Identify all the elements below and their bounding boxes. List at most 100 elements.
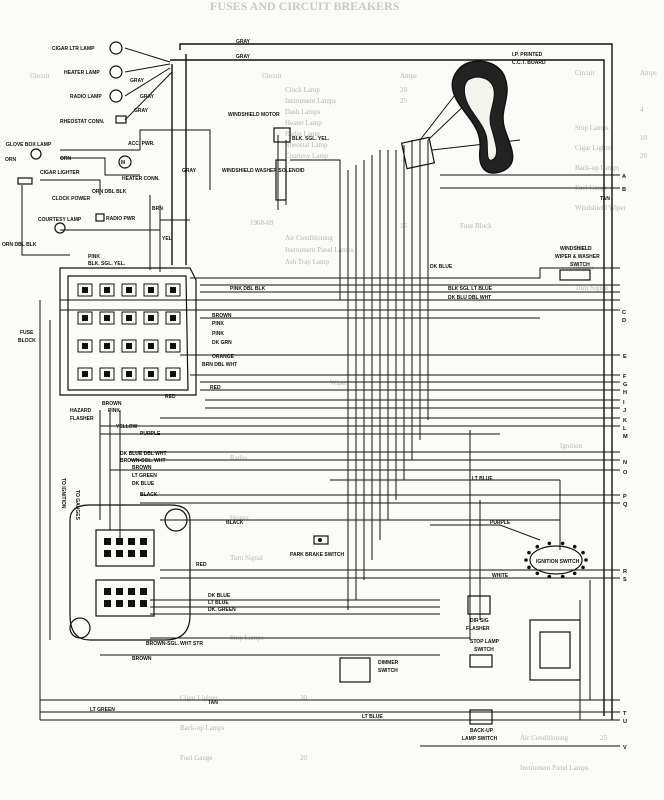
- bg-entry: Back-up Lamps: [575, 164, 620, 172]
- connector-letter: Q: [623, 502, 628, 508]
- wire-heater-lamp: [124, 63, 171, 73]
- dir-sig-flasher[interactable]: [467, 595, 491, 615]
- wire-label-orn: ORN: [5, 157, 17, 163]
- fuse-terminal: [170, 287, 176, 293]
- ignition-switch-body[interactable]: [529, 545, 583, 575]
- fuse-terminal: [104, 343, 110, 349]
- fuse-cavity[interactable]: [143, 311, 159, 325]
- fuse-cavity[interactable]: [99, 283, 115, 297]
- radio-lamp-bulb[interactable]: [109, 89, 123, 103]
- bulkhead-pin: [128, 550, 135, 557]
- ignition-pin: [572, 571, 577, 576]
- connector-letters: E F G H I J K L M N O P Q R S T U V: [623, 354, 628, 751]
- fuse-cavity[interactable]: [143, 339, 159, 353]
- ws-motor-connector[interactable]: [273, 127, 291, 143]
- dimmer-switch-body[interactable]: [339, 657, 371, 683]
- wire-label-gray: GRAY: [182, 168, 197, 174]
- fuse-cavity[interactable]: [121, 339, 137, 353]
- connector-letter: P: [623, 494, 627, 500]
- fuse-cavity[interactable]: [121, 367, 137, 381]
- fuse-cavity[interactable]: [165, 367, 181, 381]
- fuse-cavity[interactable]: [165, 283, 181, 297]
- fuse-cavity[interactable]: [77, 283, 93, 297]
- dir-sig-label: FLASHER: [466, 626, 490, 632]
- wire-orn-dbl-blk: [21, 185, 70, 256]
- bulkhead-pin: [104, 588, 111, 595]
- courtesy-lamp-bulb[interactable]: [54, 222, 66, 234]
- bulkhead-pin: [104, 600, 111, 607]
- wire-label-gray: GRAY: [236, 39, 251, 45]
- fuse-cavity[interactable]: [77, 311, 93, 325]
- fuse-cavity[interactable]: [143, 367, 159, 381]
- wire-cigar-lamp: [124, 47, 171, 63]
- bg-col: Amps: [400, 72, 417, 80]
- backup-lamp-switch[interactable]: [469, 709, 493, 725]
- bulkhead-lower-plug[interactable]: [95, 579, 155, 617]
- bg-entry: Turn Signal: [575, 284, 608, 292]
- fuse-cavity[interactable]: [99, 367, 115, 381]
- bulkhead-upper-plug[interactable]: [95, 529, 155, 567]
- cigar-lighter-element[interactable]: [17, 177, 33, 185]
- bg-amp: 25: [400, 97, 408, 105]
- wire-purple-2: [430, 524, 541, 541]
- wire-label-black: BLACK: [226, 520, 244, 526]
- fuse-terminal: [126, 371, 132, 377]
- bg-entry: Dash Lamps: [285, 108, 320, 116]
- fuse-cavity[interactable]: [121, 311, 137, 325]
- connector-letter: U: [623, 719, 627, 725]
- ignition-pin: [581, 550, 585, 555]
- bg-entry: Radio Lamp: [285, 130, 320, 138]
- bg-entry: Heater Lamp: [285, 119, 322, 127]
- bg-amp: 20: [300, 754, 308, 762]
- wire-label-lt-green: LT GREEN: [132, 473, 157, 479]
- bulkhead-connector: [400, 136, 436, 170]
- fuse-cavity[interactable]: [143, 283, 159, 297]
- wire-label-gray: GRAY: [134, 108, 149, 114]
- wire-label-black: BLACK: [140, 492, 158, 498]
- fuse-cavity[interactable]: [77, 339, 93, 353]
- rheostat-connector[interactable]: [115, 115, 127, 124]
- park-brake-contact[interactable]: [313, 535, 329, 545]
- wire-ws-motor-lead: [290, 159, 341, 300]
- fuse-terminal: [82, 287, 88, 293]
- windshield-components: WINDSHIELD MOTOR BLK. SGL. YEL. WINDSHIE…: [222, 112, 330, 201]
- bg-amp: 20: [400, 86, 408, 94]
- bg-col: Circuit: [30, 72, 49, 80]
- cigar-lamp-bulb[interactable]: [109, 41, 123, 55]
- ws-switch-connector[interactable]: [559, 269, 591, 281]
- fuse-cavity[interactable]: [121, 283, 137, 297]
- ignition-pin: [535, 571, 540, 576]
- wire-label-pink-dbl-blk: PINK DBL BLK: [230, 286, 266, 292]
- park-brake-label: PARK BRAKE SWITCH: [290, 552, 344, 558]
- bg-amp: 10: [640, 134, 648, 142]
- dimmer-switch: DIMMER SWITCH: [339, 657, 399, 683]
- fuse-terminal: [126, 315, 132, 321]
- fuse-cavity[interactable]: [99, 339, 115, 353]
- fuse-terminal: [104, 371, 110, 377]
- radio-lamp-label: RADIO LAMP: [70, 94, 102, 100]
- fuse-cavity[interactable]: [165, 339, 181, 353]
- fuse-cavity[interactable]: [165, 311, 181, 325]
- fuse-cavity[interactable]: [99, 311, 115, 325]
- turn-signal-switch-frame[interactable]: [529, 619, 581, 681]
- stop-lamp-switch[interactable]: [469, 654, 493, 668]
- bulkhead-pin: [140, 600, 147, 607]
- connector-letter: C: [622, 310, 626, 316]
- clock-motor-icon[interactable]: [118, 155, 132, 169]
- radio-pwr-connector[interactable]: [95, 213, 105, 222]
- bg-entry: Heater: [230, 514, 249, 522]
- wire-label-brown: BROWN: [212, 313, 232, 319]
- bulkhead-pin: [116, 600, 123, 607]
- wire-label-purple: PURPLE: [140, 431, 161, 437]
- ws-solenoid-connector[interactable]: [275, 159, 287, 201]
- clock-power-label: CLOCK POWER: [52, 196, 90, 202]
- dir-sig-label: DIR SIG: [470, 618, 489, 624]
- fuse-cavity[interactable]: [77, 367, 93, 381]
- lamp-cluster: CIGAR LTR LAMP HEATER LAMP RADIO LAMP RH…: [52, 39, 251, 174]
- cigar-lighter-label: CIGAR LIGHTER: [40, 170, 80, 176]
- circuit-board-traces: [463, 76, 498, 161]
- wire-label-dk-blue: DK BLUE: [208, 593, 231, 599]
- glove-box-bulb[interactable]: [30, 148, 42, 160]
- wire-label-tan: TAN: [600, 196, 610, 202]
- heater-lamp-bulb[interactable]: [109, 65, 123, 79]
